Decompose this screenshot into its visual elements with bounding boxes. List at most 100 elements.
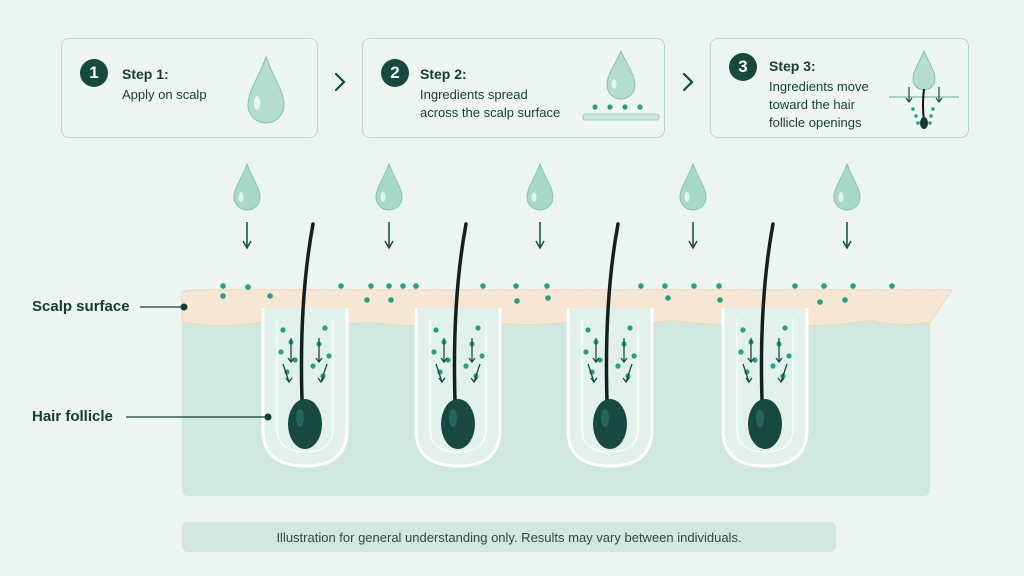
direction-arrow [780, 363, 788, 383]
droplet-highlight [238, 192, 244, 202]
step-description-line: toward the hair [769, 97, 855, 112]
ingredient-particle [386, 283, 392, 289]
ingredient-particle [631, 353, 637, 359]
follicle-pocket [721, 308, 809, 468]
direction-arrow [742, 363, 750, 383]
scalp-surface-label: Scalp surface [32, 298, 130, 315]
direction-arrowhead [777, 377, 785, 384]
scalp-surface-leader-line [140, 303, 188, 311]
step-title: Step 3: [769, 58, 816, 74]
ingredient-particle [662, 283, 668, 289]
direction-arrow [473, 363, 481, 383]
ingredient-particle [338, 283, 344, 289]
direction-arrow [320, 363, 328, 383]
droplet-icon [833, 162, 861, 211]
droplet-icon [375, 162, 403, 211]
ingredient-particle [220, 283, 226, 289]
ingredient-particle [545, 295, 551, 301]
droplet-highlight [531, 192, 537, 202]
ingredient-particle [850, 283, 856, 289]
ingredient-particle [322, 325, 328, 331]
droplet-highlight [380, 192, 386, 202]
down-arrowhead [384, 240, 394, 250]
step-description-line: Apply on scalp [122, 87, 207, 102]
direction-arrowhead [747, 357, 755, 364]
ingredient-particle [544, 283, 550, 289]
step-title: Step 2: [420, 66, 467, 82]
direction-arrow [587, 363, 595, 383]
ingredient-particle [782, 325, 788, 331]
direction-arrowhead [315, 357, 323, 364]
ingredient-particle [716, 283, 722, 289]
follicle-illustration-icon [889, 49, 959, 129]
direction-arrowhead [620, 357, 628, 364]
hair-bulb-highlight [601, 409, 609, 427]
direction-arrowhead [285, 377, 293, 384]
direction-arrowhead [317, 377, 325, 384]
down-arrowhead [842, 240, 852, 250]
down-arrowhead [535, 240, 545, 250]
ingredient-particle [513, 283, 519, 289]
down-arrowhead [688, 240, 698, 250]
direction-arrow [435, 363, 443, 383]
chevron-right-icon [334, 72, 346, 92]
ingredient-particle [310, 363, 316, 369]
hair-strand-icon [299, 222, 315, 402]
ingredient-particle [717, 297, 723, 303]
ingredient-particle [388, 297, 394, 303]
hair-bulb-highlight [756, 409, 764, 427]
direction-arrowhead [775, 357, 783, 364]
ingredient-particle [627, 325, 633, 331]
step-card-2: 2 Step 2: Ingredients spread across the … [362, 38, 665, 138]
ingredient-particle [738, 349, 744, 355]
ingredient-particle [740, 327, 746, 333]
ingredient-particle [585, 327, 591, 333]
ingredient-particle [280, 327, 286, 333]
follicle-pocket [414, 308, 502, 468]
hair-strand-icon [604, 222, 620, 402]
ingredient-particle [431, 349, 437, 355]
step-number-badge: 3 [729, 53, 757, 81]
follicle-pocket [261, 308, 349, 468]
step-title: Step 1: [122, 66, 169, 82]
direction-arrow [282, 363, 290, 383]
hair-bulb [748, 399, 782, 449]
ingredient-particle [514, 298, 520, 304]
step-number-badge: 2 [381, 59, 409, 87]
hair-bulb [593, 399, 627, 449]
follicle-inner-outline [429, 318, 487, 453]
ingredient-particle [479, 353, 485, 359]
ingredient-particle [463, 363, 469, 369]
direction-arrowhead [470, 377, 478, 384]
step-card-1: 1 Step 1: Apply on scalp [61, 38, 318, 138]
hair-follicle-label: Hair follicle [32, 408, 113, 425]
droplet-icon [526, 162, 554, 211]
ingredient-particle [278, 349, 284, 355]
ingredient-particle [433, 327, 439, 333]
direction-arrow [625, 363, 633, 383]
direction-arrowhead [438, 377, 446, 384]
ingredient-particle [792, 283, 798, 289]
ingredient-particle [583, 349, 589, 355]
follicle-inner-outline [276, 318, 334, 453]
spread-illustration-icon [582, 49, 660, 121]
follicle-pocket [566, 308, 654, 468]
direction-arrowhead [287, 357, 295, 364]
direction-arrowhead [622, 377, 630, 384]
ingredient-particle [770, 363, 776, 369]
ingredient-particle [889, 283, 895, 289]
ingredient-particle [245, 284, 251, 290]
hair-bulb-highlight [296, 409, 304, 427]
ingredient-particle [480, 283, 486, 289]
ingredient-particle [220, 293, 226, 299]
disclaimer-banner: Illustration for general understanding o… [182, 522, 836, 552]
droplet-icon [679, 162, 707, 211]
step-description-line: across the scalp surface [420, 105, 561, 120]
step-description-line: Ingredients spread [420, 87, 528, 102]
droplet-highlight [684, 192, 690, 202]
ingredient-particle [400, 283, 406, 289]
direction-arrowhead [440, 357, 448, 364]
hair-bulb-highlight [449, 409, 457, 427]
hair-follicle-leader-line [126, 413, 272, 421]
chevron-right-icon [682, 72, 694, 92]
